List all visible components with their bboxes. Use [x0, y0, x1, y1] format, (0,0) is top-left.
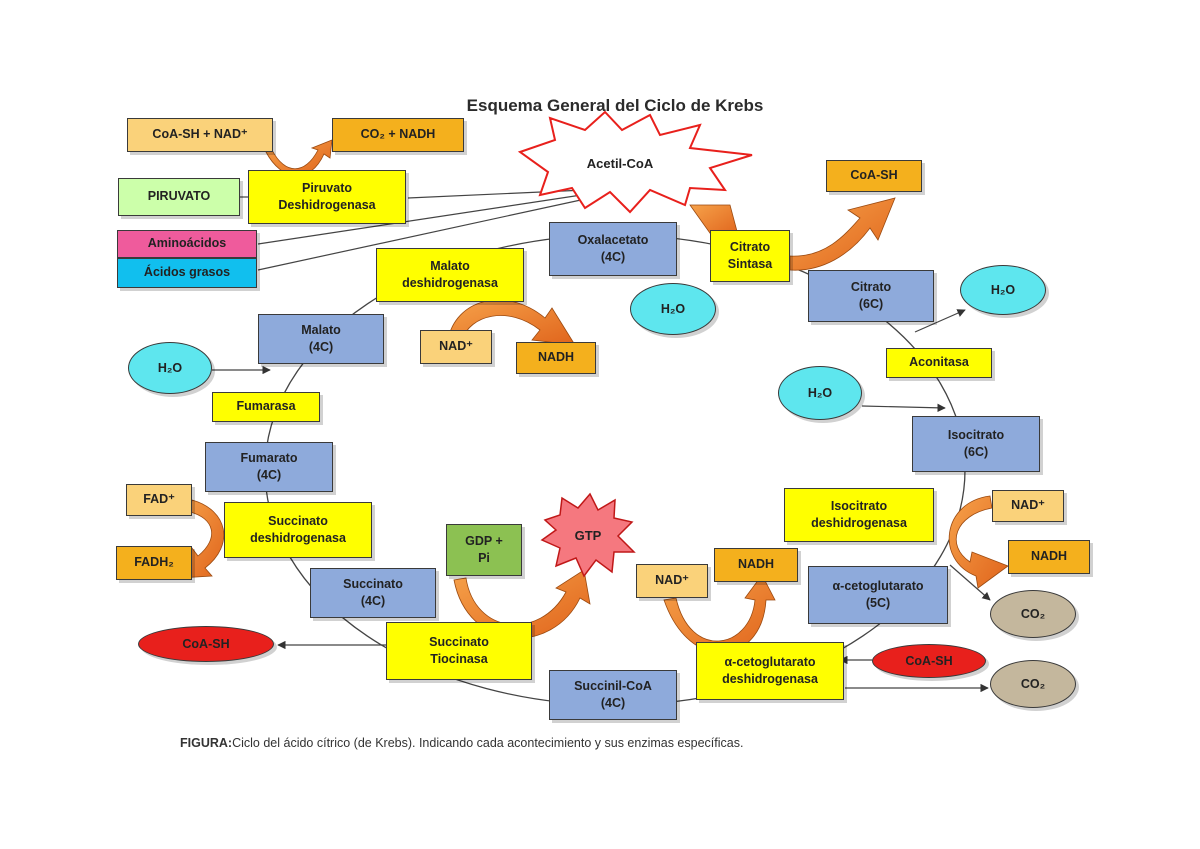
gdp-pi-box: GDP + Pi: [446, 524, 522, 576]
acetil-coa-label: Acetil-CoA: [587, 156, 654, 171]
citrato-box: Citrato (6C): [808, 270, 934, 322]
piruvato-box: PIRUVATO: [118, 178, 240, 216]
h2o-left-ellipse: H₂O: [128, 342, 212, 394]
caption-text: Ciclo del ácido cítrico (de Krebs). Indi…: [232, 736, 744, 750]
akg-box: α-cetoglutarato (5C): [808, 566, 948, 624]
succinil-coa-box: Succinil-CoA (4C): [549, 670, 677, 720]
fumarato-box: Fumarato (4C): [205, 442, 333, 492]
citrato-sintasa-box: Citrato Sintasa: [710, 230, 790, 282]
co2-lower-ellipse: CO₂: [990, 660, 1076, 708]
caption-label: FIGURA:: [180, 736, 233, 750]
pdh-curved-arrow: [265, 139, 333, 177]
acetil-coa-starburst: [517, 110, 753, 214]
fad-box: FAD⁺: [126, 484, 192, 516]
malato-box: Malato (4C): [258, 314, 384, 364]
h2o-isocitrato-ellipse: H₂O: [778, 366, 862, 420]
coash-top-box: CoA-SH: [826, 160, 922, 192]
co2-nadh-box: CO₂ + NADH: [332, 118, 464, 152]
nad-right-box: NAD⁺: [992, 490, 1064, 522]
coash-left-ellipse: CoA-SH: [138, 626, 274, 662]
gtp-label: GTP: [575, 528, 602, 543]
h2o-right-ellipse: H₂O: [960, 265, 1046, 315]
nadh-right-box: NADH: [1008, 540, 1090, 574]
malato-curved-arrow: [447, 299, 576, 346]
h2o-citrato-ellipse: H₂O: [630, 283, 716, 335]
aconitasa-box: Aconitasa: [886, 348, 992, 378]
akg-co2-arrow: [949, 564, 991, 601]
diagram-title: Esquema General del Ciclo de Krebs: [466, 96, 764, 115]
fumarasa-box: Fumarasa: [212, 392, 320, 422]
malato-dh-box: Malato deshidrogenasa: [376, 248, 524, 302]
gtp-starburst: [540, 492, 636, 578]
nad-akg-curved-arrow: [663, 574, 776, 654]
coash-right-ellipse: CoA-SH: [872, 644, 986, 678]
citrato-h2o-arrow: [914, 309, 966, 333]
succinato-tiocinasa-box: Succinato Tiocinasa: [386, 622, 532, 680]
nadh-akg-box: NADH: [714, 548, 798, 582]
nad-right-curved-arrow: [948, 495, 1009, 589]
nad-malato-box: NAD⁺: [420, 330, 492, 364]
coash-nad-box: CoA-SH + NAD⁺: [127, 118, 273, 152]
nad-akg-box: NAD⁺: [636, 564, 708, 598]
co2-upper-ellipse: CO₂: [990, 590, 1076, 638]
acidos-arrow: [257, 195, 591, 271]
nadh-malato-box: NADH: [516, 342, 596, 374]
akg-dh-box: α-cetoglutarato deshidrogenasa: [696, 642, 844, 700]
isocitrato-dh-box: Isocitrato deshidrogenasa: [784, 488, 934, 542]
succinato-box: Succinato (4C): [310, 568, 436, 618]
succinato-dh-box: Succinato deshidrogenasa: [224, 502, 372, 558]
fadh2-box: FADH₂: [116, 546, 192, 580]
acidos-grasos-box: Ácidos grasos: [117, 258, 257, 288]
aminoacidos-arrow: [257, 190, 589, 245]
h2o-isocitrato-arrow: [861, 403, 946, 413]
aminoacidos-box: Aminoácidos: [117, 230, 257, 258]
isocitrato-box: Isocitrato (6C): [912, 416, 1040, 472]
oxalacetato-box: Oxalacetato (4C): [549, 222, 677, 276]
figure-caption: FIGURA:Ciclo del ácido cítrico (de Krebs…: [180, 736, 743, 750]
piruvato-dh-box: Piruvato Deshidrogenasa: [248, 170, 406, 224]
coash-curved-arrow: [789, 197, 896, 271]
